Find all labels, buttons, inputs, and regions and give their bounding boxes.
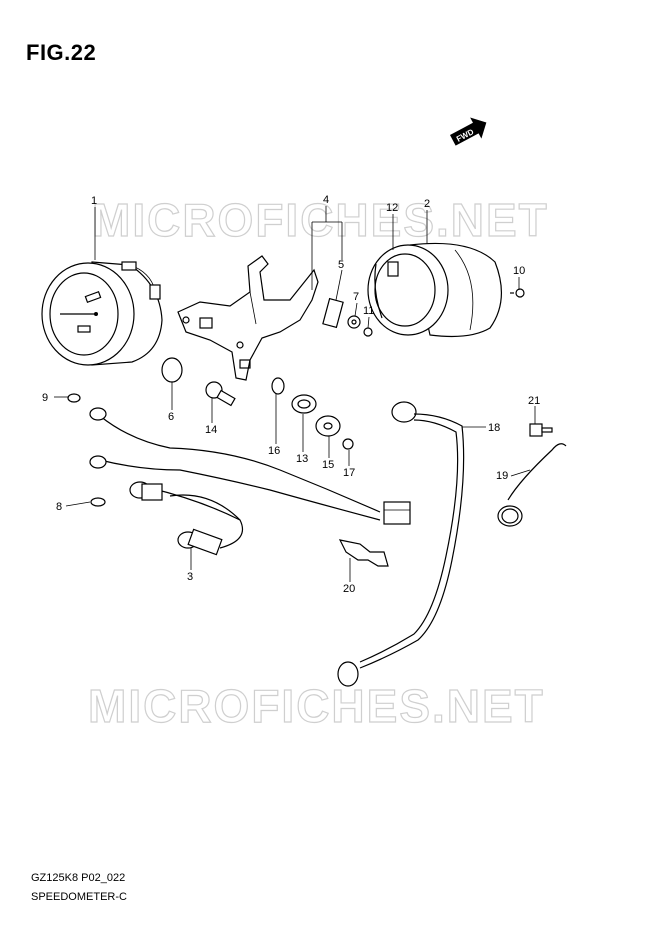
speedometer-gauge [41, 261, 163, 366]
speedometer-case [367, 242, 503, 338]
callout-19: 19 [496, 470, 508, 482]
callout-18: 18 [488, 422, 500, 434]
fwd-arrow-icon: FWD [450, 117, 487, 146]
spring [497, 443, 567, 527]
bracket [177, 255, 319, 381]
callout-11: 11 [363, 305, 374, 317]
figure-code: GZ125K8 P02_022 [31, 872, 126, 884]
callout-20: 20 [343, 583, 355, 595]
callout-6: 6 [168, 411, 174, 423]
callout-3: 3 [187, 571, 193, 583]
callout-2: 2 [424, 198, 430, 210]
clamp-20 [338, 539, 389, 567]
screw-10 [510, 288, 525, 298]
watermark-bottom: MICROFICHES.NET [88, 680, 545, 732]
callout-16: 16 [268, 445, 280, 457]
bulb-14 [205, 381, 236, 407]
bulb-8 [90, 497, 106, 507]
bulb-9 [67, 393, 81, 403]
callout-21: 21 [528, 395, 540, 407]
nut-17 [342, 438, 354, 450]
callout-17: 17 [343, 467, 355, 479]
clip-bracket [322, 297, 344, 329]
callout-5: 5 [338, 259, 344, 271]
callout-1: 1 [91, 195, 97, 207]
watermark-top: MICROFICHES.NET [92, 194, 549, 246]
socket-13 [291, 394, 317, 414]
nut-11 [363, 327, 373, 337]
figure-name: SPEEDOMETER-C [31, 891, 127, 903]
callout-8: 8 [56, 501, 62, 513]
callout-14: 14 [205, 424, 217, 436]
figure-title: FIG.22 [26, 40, 97, 65]
grommet-6 [161, 357, 183, 383]
callout-7: 7 [353, 291, 359, 303]
callout-4: 4 [323, 194, 329, 206]
callout-9: 9 [42, 392, 48, 404]
callout-15: 15 [322, 459, 334, 471]
callout-10: 10 [513, 265, 525, 277]
speedometer-cable [337, 401, 465, 687]
callout-labels: 1 2 3 4 5 6 7 8 9 10 11 12 13 14 15 16 1… [42, 194, 540, 595]
connector [383, 501, 411, 525]
callout-13: 13 [296, 453, 308, 465]
bulb-16 [271, 377, 285, 395]
washer-7 [347, 315, 361, 329]
callout-12: 12 [386, 202, 398, 214]
wiring-harness [89, 407, 411, 556]
washer-15 [315, 415, 341, 437]
leader-lines [54, 206, 536, 582]
bolt-21 [529, 423, 553, 437]
